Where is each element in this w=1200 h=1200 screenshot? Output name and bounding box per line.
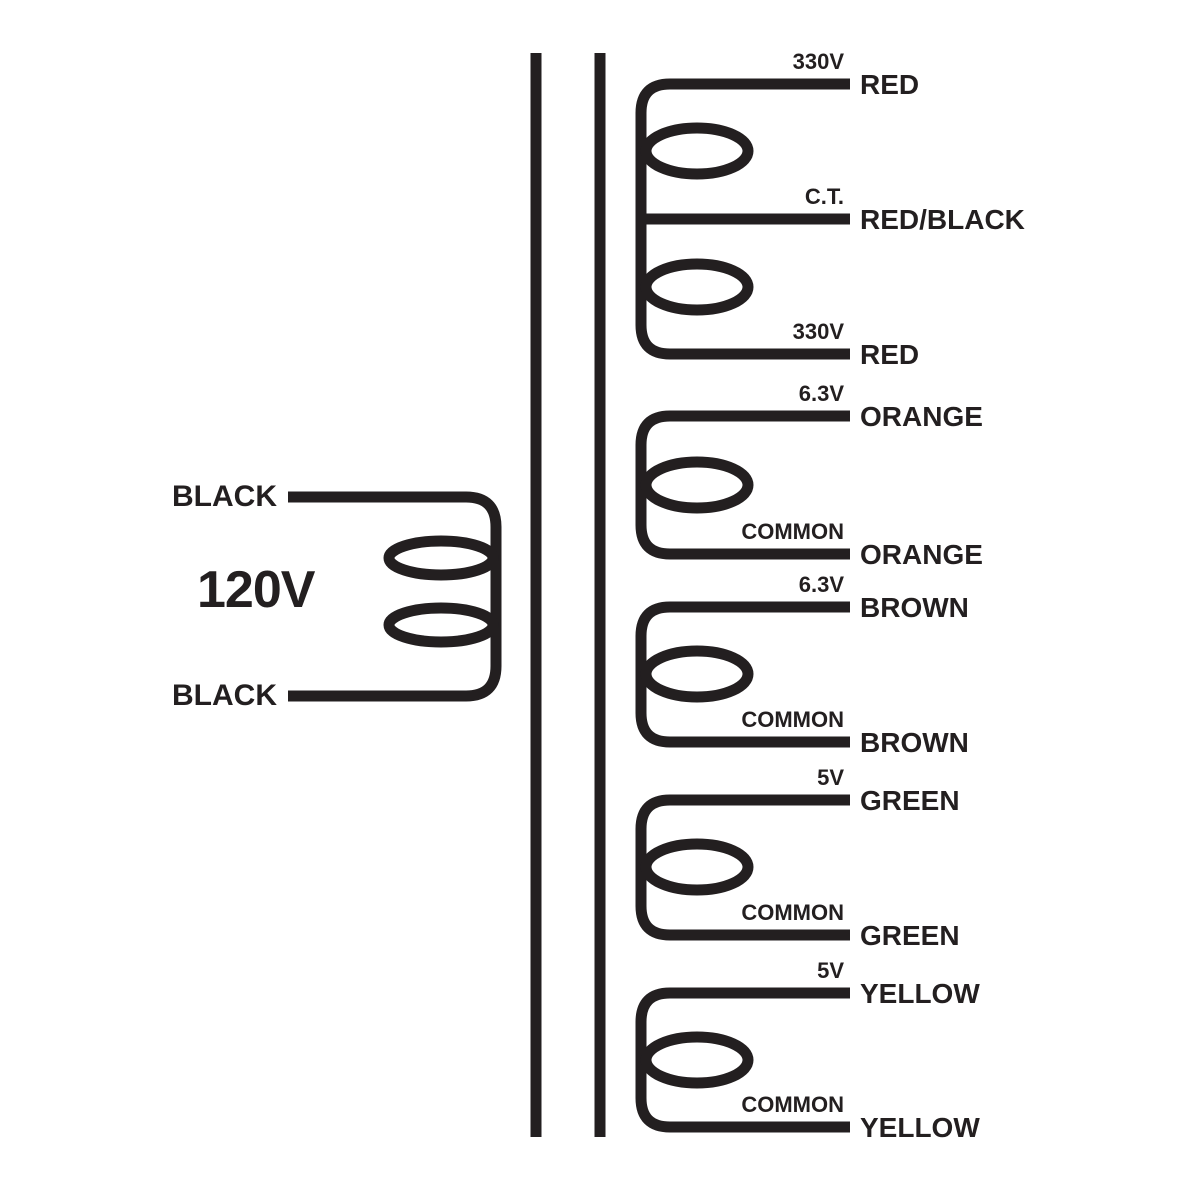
orange-loop [640, 456, 754, 514]
terminal-color-10: YELLOW [860, 1112, 980, 1143]
terminal-tag-1: C.T. [804, 184, 844, 209]
primary-loop-2 [383, 602, 499, 648]
terminal-color-1: RED/BLACK [860, 204, 1025, 235]
hv-secondary-winding [635, 78, 850, 360]
primary-voltage-label: 120V [197, 561, 315, 619]
transformer-core-lines [530, 53, 606, 1137]
terminal-color-8: GREEN [860, 920, 960, 951]
terminal-tag-0: 330V [792, 49, 844, 74]
primary-loop-1 [383, 535, 499, 581]
hv-loop-1 [640, 122, 754, 180]
primary-winding [288, 491, 502, 702]
terminal-tag-9: 5V [817, 958, 844, 983]
terminal-color-6: BROWN [860, 727, 969, 758]
yellow-loop [640, 1031, 754, 1089]
terminal-tag-3: 6.3V [798, 381, 844, 406]
terminal-tag-7: 5V [817, 765, 844, 790]
brown-loop [640, 645, 754, 703]
terminal-color-2: RED [860, 339, 920, 370]
terminal-tag-2: 330V [792, 319, 844, 344]
terminal-color-0: RED [860, 69, 920, 100]
terminal-tag-8: COMMON [741, 900, 844, 925]
primary-winding-wire [288, 491, 502, 702]
terminal-color-3: ORANGE [860, 401, 983, 432]
terminal-tag-6: COMMON [741, 707, 844, 732]
terminal-tag-5: 6.3V [798, 572, 844, 597]
terminal-color-5: BROWN [860, 592, 969, 623]
heater-winding-orange [635, 410, 850, 560]
green-loop [640, 838, 754, 896]
primary-lead-top-label: BLACK [172, 480, 277, 513]
terminal-color-9: YELLOW [860, 978, 980, 1009]
primary-lead-bottom-label: BLACK [172, 679, 277, 712]
terminal-tag-10: COMMON [741, 1092, 844, 1117]
heater-winding-brown [635, 601, 850, 748]
terminal-color-7: GREEN [860, 785, 960, 816]
terminal-color-4: ORANGE [860, 539, 983, 570]
terminal-tag-4: COMMON [741, 519, 844, 544]
hv-loop-2 [640, 258, 754, 316]
rectifier-winding-green [635, 794, 850, 941]
rectifier-winding-yellow [635, 987, 850, 1133]
